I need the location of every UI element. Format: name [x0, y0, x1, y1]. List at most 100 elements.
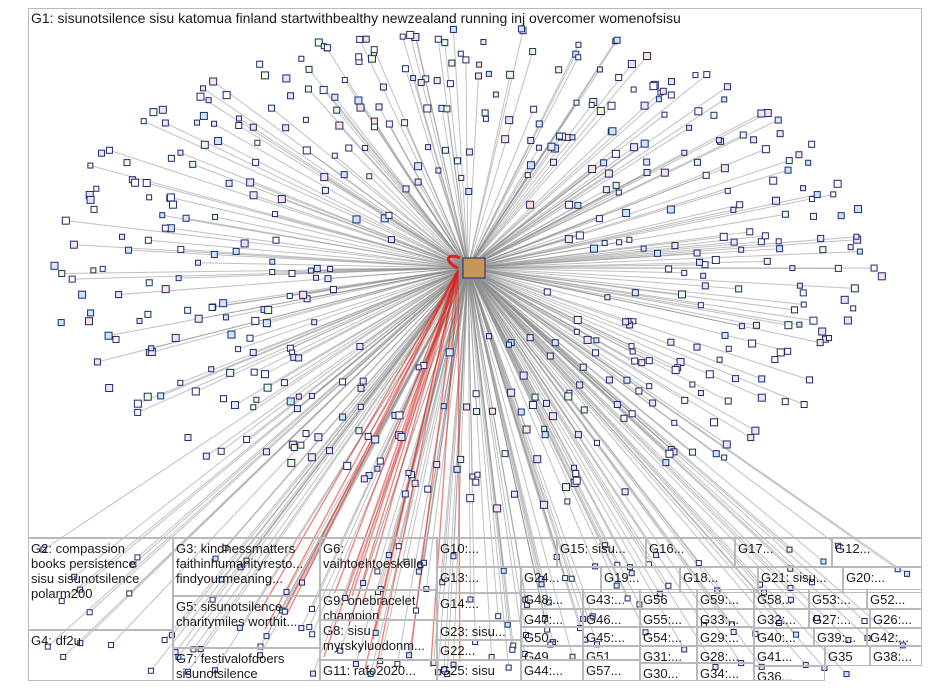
edge — [202, 87, 469, 269]
group-box-g24 — [521, 567, 601, 593]
node — [435, 167, 442, 174]
group-box-g32 — [754, 609, 809, 629]
edge — [110, 267, 469, 646]
node — [854, 205, 863, 214]
node — [818, 327, 827, 336]
group-box-g6 — [320, 538, 437, 590]
edge — [467, 204, 740, 269]
node — [784, 321, 793, 330]
node — [819, 246, 827, 254]
node — [76, 586, 83, 593]
node — [297, 441, 305, 449]
node — [753, 321, 761, 329]
node — [78, 290, 87, 299]
node — [441, 39, 449, 47]
node — [656, 590, 663, 597]
node — [147, 667, 154, 674]
node — [638, 359, 646, 367]
node — [692, 72, 699, 79]
node — [624, 595, 631, 602]
node — [665, 582, 672, 589]
node — [360, 580, 367, 587]
edge — [467, 267, 839, 547]
node — [324, 275, 332, 283]
node — [355, 53, 363, 61]
node — [149, 108, 158, 117]
group-label-g52: G52... — [870, 592, 906, 607]
node — [721, 96, 728, 103]
node — [643, 158, 651, 166]
edge — [370, 267, 469, 674]
edge — [467, 267, 739, 290]
node — [142, 178, 151, 187]
node — [574, 431, 582, 439]
edge — [467, 235, 766, 269]
edge — [249, 181, 469, 269]
group-box-g11 — [320, 660, 437, 681]
node — [136, 317, 143, 324]
node — [667, 91, 675, 99]
group-label-g7: G7: festivalofdoers sisunotsilence — [176, 651, 285, 680]
node — [424, 485, 432, 493]
edge — [73, 244, 469, 269]
node — [243, 435, 251, 443]
node — [189, 160, 197, 168]
node — [693, 158, 701, 166]
node — [446, 80, 454, 88]
node — [377, 658, 384, 665]
group-label-g23: G23: sisu... — [440, 624, 506, 639]
edge — [467, 267, 761, 585]
node — [510, 490, 518, 498]
node — [524, 172, 531, 179]
edge-red — [351, 269, 459, 597]
node — [710, 111, 718, 119]
node — [850, 284, 859, 293]
node — [837, 212, 845, 220]
group-box-g46 — [583, 609, 640, 627]
edge — [452, 29, 469, 269]
edge — [452, 267, 469, 665]
node — [771, 196, 780, 205]
node — [681, 269, 688, 276]
edge — [223, 267, 469, 304]
node — [281, 608, 288, 615]
edge — [467, 267, 908, 575]
node — [197, 646, 204, 653]
node — [761, 145, 770, 154]
node — [763, 257, 771, 265]
node — [580, 406, 588, 414]
group-box-g1 — [28, 8, 922, 538]
node — [299, 290, 308, 299]
edge — [467, 267, 757, 326]
edge — [170, 227, 469, 269]
node — [210, 250, 218, 258]
group-box-g42 — [867, 627, 922, 646]
node — [161, 637, 168, 644]
edge — [109, 149, 469, 269]
node — [175, 275, 182, 282]
edge — [308, 69, 469, 269]
node — [761, 232, 769, 240]
edge-red — [361, 269, 459, 605]
edge — [215, 267, 469, 559]
node — [453, 157, 461, 165]
edge — [467, 267, 650, 362]
node — [208, 366, 215, 373]
node — [329, 285, 337, 293]
node — [209, 596, 216, 603]
node — [643, 52, 652, 61]
node — [799, 289, 807, 297]
node — [262, 448, 270, 456]
edge — [90, 165, 469, 269]
edge — [467, 146, 635, 269]
node — [225, 179, 233, 187]
node — [531, 393, 539, 401]
node — [568, 575, 575, 582]
node — [527, 136, 535, 144]
node — [364, 432, 372, 440]
node — [157, 392, 165, 400]
node — [119, 233, 126, 240]
edge — [437, 170, 469, 269]
group-label-g53: G53:... — [812, 592, 852, 607]
node — [222, 91, 231, 100]
